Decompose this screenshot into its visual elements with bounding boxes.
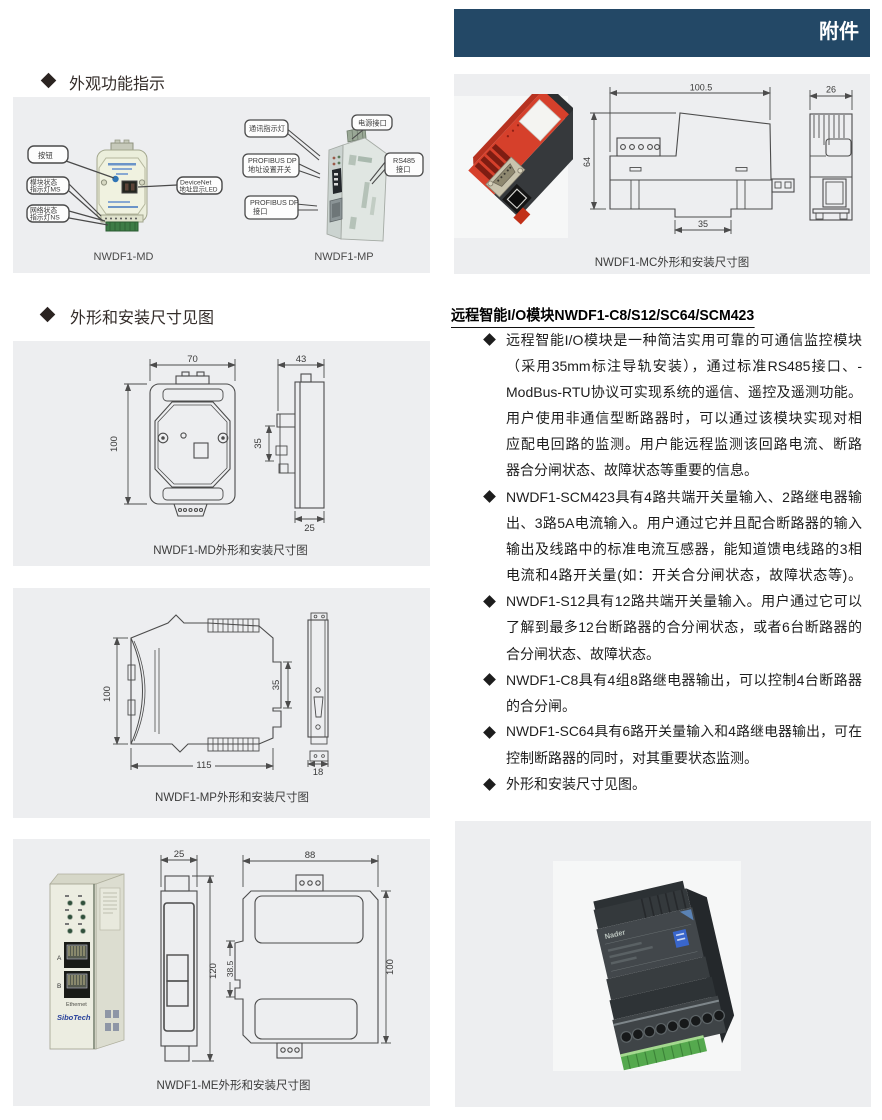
svg-text:88: 88 (305, 850, 316, 861)
svg-text:指示灯MS: 指示灯MS (30, 185, 61, 194)
svg-text:35: 35 (253, 438, 264, 449)
svg-text:115: 115 (196, 760, 211, 771)
svg-text:电源接口: 电源接口 (358, 119, 387, 128)
svg-text:35: 35 (698, 219, 708, 229)
svg-text:25: 25 (174, 849, 185, 860)
svg-text:Ethernet: Ethernet (66, 1002, 87, 1008)
svg-text:70: 70 (187, 354, 198, 365)
svg-text:PROFIBUS DP: PROFIBUS DP (248, 156, 297, 165)
svg-text:按钮: 按钮 (38, 151, 53, 160)
svg-text:100.5: 100.5 (690, 83, 713, 93)
svg-text:26: 26 (826, 85, 836, 95)
svg-text:SiboTech: SiboTech (57, 1013, 91, 1022)
svg-text:43: 43 (296, 354, 307, 365)
svg-text:PROFIBUS DP: PROFIBUS DP (250, 198, 299, 207)
svg-text:64: 64 (582, 157, 592, 167)
svg-text:100: 100 (102, 686, 113, 702)
svg-text:模块状态: 模块状态 (30, 178, 57, 187)
svg-text:120: 120 (208, 963, 219, 979)
svg-text:100: 100 (385, 959, 396, 975)
svg-text:B: B (57, 983, 61, 990)
svg-text:接口: 接口 (396, 165, 410, 174)
svg-text:地址设置开关: 地址设置开关 (248, 165, 291, 174)
svg-text:25: 25 (304, 523, 315, 534)
svg-text:地址显示LED: 地址显示LED (180, 185, 218, 194)
svg-text:RS485: RS485 (393, 156, 415, 165)
svg-text:接口: 接口 (253, 207, 267, 216)
svg-text:DeviceNet: DeviceNet (180, 180, 211, 187)
svg-text:指示灯NS: 指示灯NS (30, 213, 60, 222)
svg-text:通讯指示灯: 通讯指示灯 (249, 124, 285, 133)
svg-text:18: 18 (313, 767, 324, 778)
svg-text:38.5: 38.5 (225, 960, 235, 977)
svg-text:A: A (57, 955, 62, 962)
svg-text:网络状态: 网络状态 (30, 206, 57, 215)
svg-text:100: 100 (109, 436, 120, 452)
svg-text:35: 35 (271, 680, 282, 691)
